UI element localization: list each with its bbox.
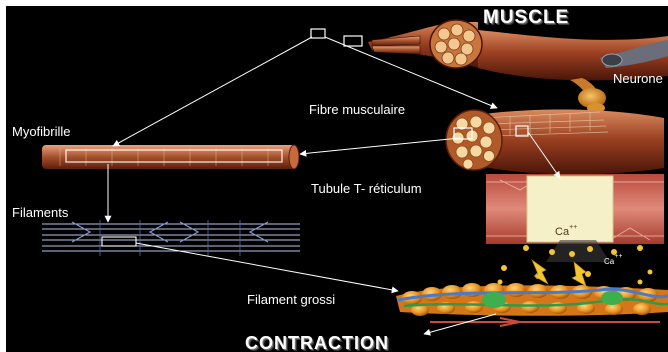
calcium-label-released: Ca++	[604, 253, 622, 266]
calcium-charge: ++	[569, 224, 577, 231]
calcium-release-arrows	[532, 260, 586, 286]
label-neurone: Neurone	[613, 72, 663, 85]
thick-filament-illustration	[396, 283, 668, 326]
label-filaments: Filaments	[12, 206, 68, 219]
calcium-symbol: Ca	[555, 226, 569, 238]
zoom-box-muscle-a	[311, 29, 325, 38]
myofibril-illustration	[42, 145, 299, 169]
zoom-box-muscle-b	[344, 36, 362, 46]
title-contraction: CONTRACTION	[245, 334, 389, 352]
label-filament-grossi: Filament grossi	[247, 293, 335, 306]
title-muscle: MUSCLE	[483, 8, 569, 27]
label-tubule-reticulum: Tubule T- réticulum	[311, 182, 422, 195]
muscle-fibre-illustration	[446, 110, 664, 175]
calcium-label-reticulum: Ca++	[555, 224, 577, 238]
filaments-illustration	[42, 220, 300, 256]
neuron-illustration	[570, 78, 606, 113]
zoom-box-filaments	[102, 237, 136, 246]
label-myofibrille: Myofibrille	[12, 125, 71, 138]
calcium-symbol: Ca	[604, 257, 614, 266]
label-fibre-musculaire: Fibre musculaire	[309, 103, 405, 116]
calcium-charge: ++	[614, 253, 622, 260]
